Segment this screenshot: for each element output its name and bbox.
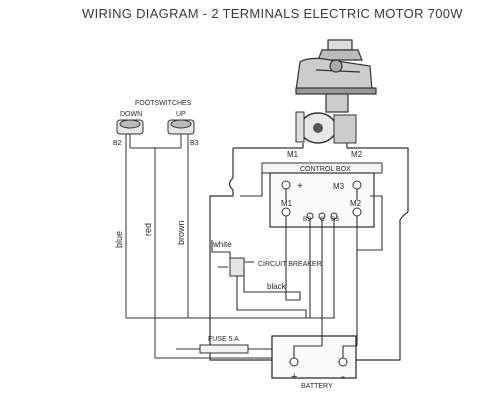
- battery-wires: [293, 330, 357, 358]
- footswitch-down-label: DOWN: [120, 111, 142, 118]
- control-box-plus: +: [297, 181, 303, 192]
- fuse: [176, 344, 272, 354]
- battery-minus: -: [341, 369, 345, 383]
- diagram-title: WIRING DIAGRAM - 2 TERMINALS ELECTRIC MO…: [82, 6, 463, 21]
- breaker-wires: [211, 240, 307, 318]
- windlass-illustration: [295, 39, 377, 113]
- battery-label: BATTERY: [301, 383, 333, 390]
- motor: [295, 111, 357, 144]
- circuit-breaker: [218, 257, 254, 277]
- wire-black-label: black: [267, 282, 287, 291]
- circuit-breaker-label: CIRCUIT BREAKER: [258, 261, 322, 268]
- battery-plus: +: [291, 371, 297, 383]
- footswitch-wires: [125, 134, 335, 359]
- wire-blue-label: blue: [114, 231, 124, 248]
- fuse-label: FUSE 5 A: [208, 336, 239, 343]
- footswitch-down: [116, 119, 144, 135]
- footswitch-up: [167, 119, 195, 135]
- footswitch-b3-label: B3: [190, 140, 199, 147]
- wire-white-label: white: [212, 240, 232, 249]
- control-box-wires: [240, 173, 383, 346]
- control-box-label: CONTROL BOX: [300, 166, 351, 173]
- footswitch-b2-label: B2: [113, 140, 122, 147]
- control-box-m2: M2: [350, 199, 362, 208]
- footswitches-heading: FOOTSWITCHES: [135, 100, 192, 107]
- control-box-b2: B2: [303, 216, 311, 223]
- control-box-m3: M3: [333, 182, 345, 191]
- control-box-m1: M1: [281, 199, 293, 208]
- battery: [271, 335, 357, 379]
- wire-brown-label: brown: [176, 220, 186, 245]
- footswitch-up-label: UP: [176, 111, 186, 118]
- wire-red-label: red: [143, 223, 153, 236]
- motor-terminal-m2: M2: [351, 150, 363, 159]
- control-box-b3: B3: [331, 216, 339, 223]
- motor-terminal-m1: M1: [287, 150, 299, 159]
- motor-wires: [209, 143, 409, 361]
